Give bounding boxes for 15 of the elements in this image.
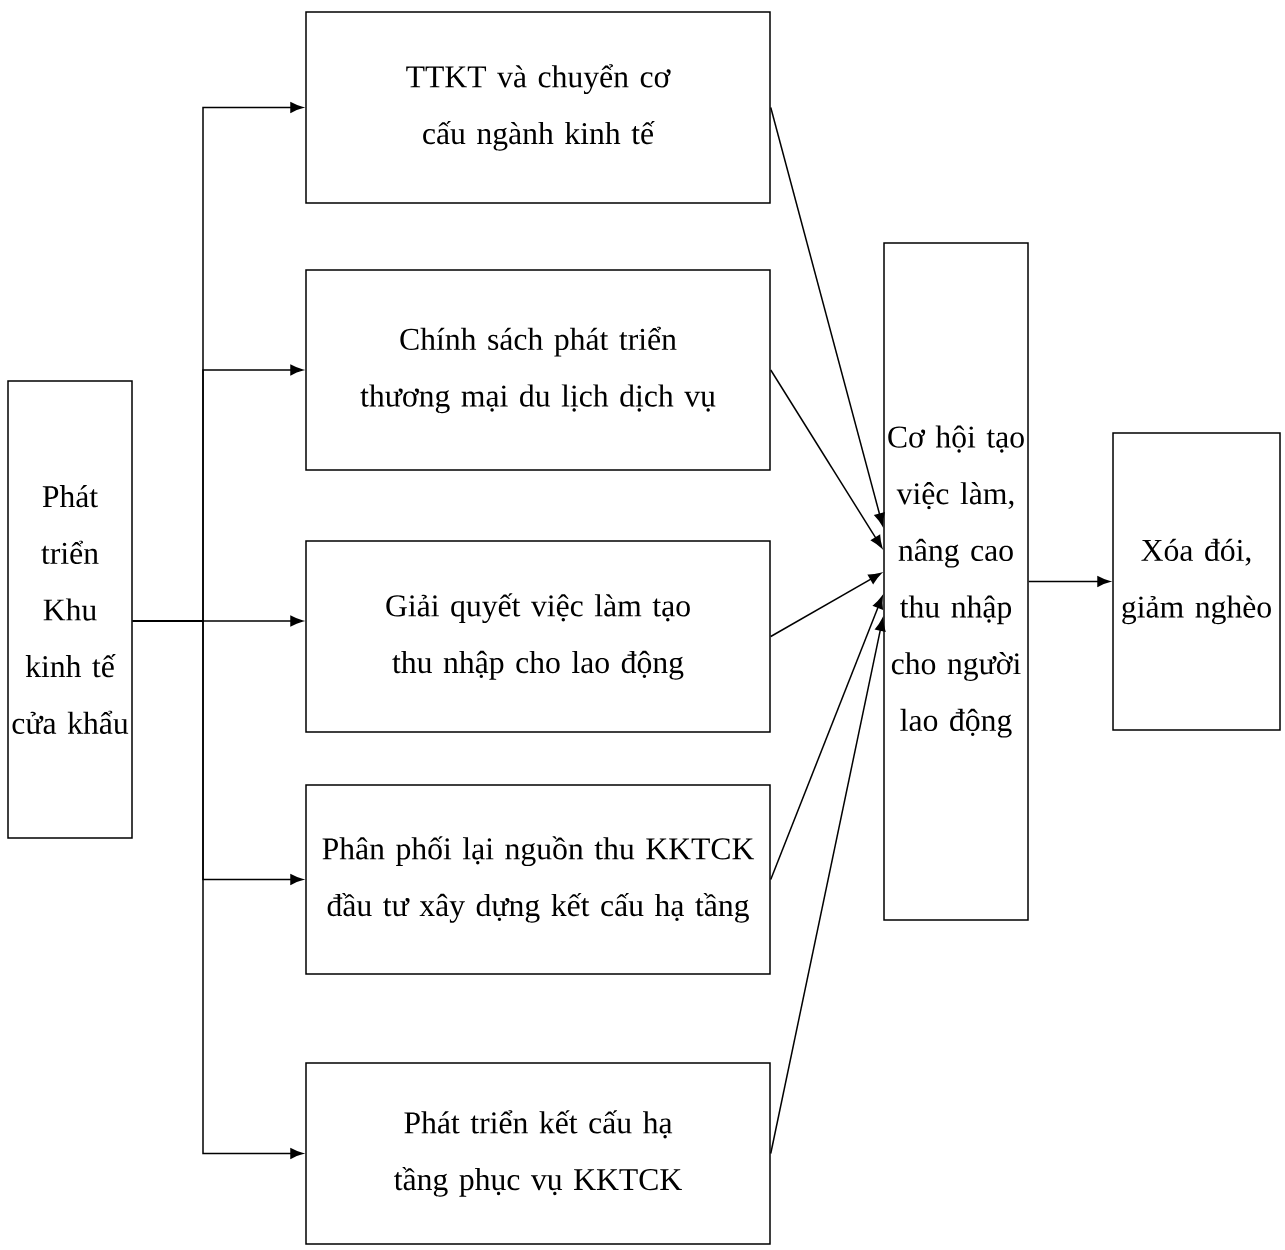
process-box: Giải quyết việc làm tạo thu nhập cho lao động [305,540,771,733]
process-box: Chính sách phát triển thương mại du lịch dịch vụ [305,269,771,471]
process-box: Phát triển Khu kinh tế cửa khẩu [7,380,133,839]
result-box: Xóa đói, giảm nghèo [1112,432,1281,731]
process-box: Phân phối lại nguồn thu KKTCK đầu tư xây dựng kết cấu hạ tầng [305,784,771,975]
outcome-box: Cơ hội tạo việc làm, nâng cao thu nhập cho người lao động [883,242,1029,921]
process-box: TTKT và chuyển cơ cấu ngành kinh tế [305,11,771,204]
arrow [770,572,882,638]
arrow [770,618,886,1155]
arrow [770,369,883,549]
arrow [1028,576,1110,587]
arrow [770,596,883,881]
arrow [770,106,885,526]
process-box: Phát triển kết cấu hạ tầng phục vụ KKTCK [305,1062,771,1245]
arrow [132,620,303,1159]
